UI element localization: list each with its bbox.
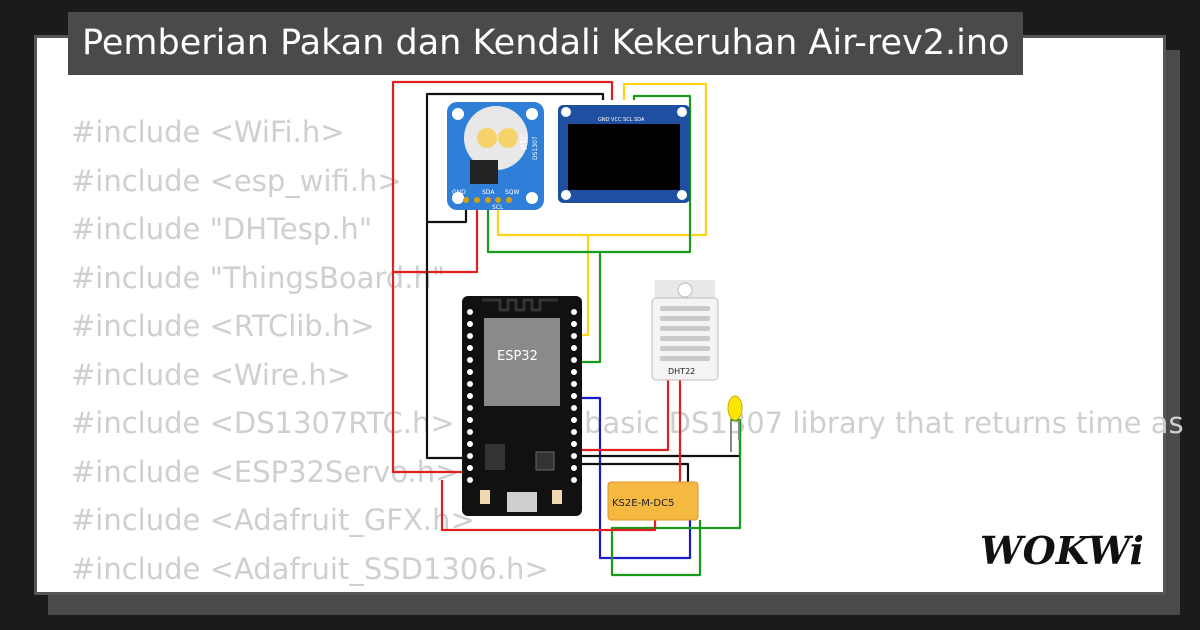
rtc-pin-sqw: SQW [505, 189, 520, 196]
oled-module[interactable]: GND VCC SCL SDA [558, 105, 690, 203]
wire-red-relay [582, 380, 670, 452]
code-line: #include "ThingsBoard.h" [71, 260, 446, 295]
wire-green-esp [582, 252, 602, 364]
relay-module[interactable]: KS2E-M-DC5 [607, 481, 699, 521]
code-line: #include <esp_wifi.h> [71, 163, 402, 198]
rtc-pin-sda: SDA [482, 189, 495, 196]
wire-red-rtc [393, 200, 479, 274]
wire-black-relay [582, 462, 690, 490]
code-line: #include <WiFi.h> [71, 115, 345, 149]
rtc-module[interactable]: RTC DS1307 GND SDA SQW SCL [447, 102, 544, 211]
wokwi-logo: WOKWi [980, 528, 1144, 573]
relay-label: KS2E-M-DC5 [612, 498, 674, 509]
rtc-label: RTC [520, 133, 530, 150]
wire-red-bottom [440, 480, 657, 532]
wire-red-top [391, 80, 614, 474]
dht22-label: DHT22 [668, 367, 695, 376]
code-line: #include <RTClib.h> [71, 309, 375, 343]
dht22-sensor[interactable]: DHT22 [651, 280, 719, 381]
code-line: #include <Adafruit_GFX.h> [71, 503, 475, 537]
project-title: Pemberian Pakan dan Kendali Kekeruhan Ai… [68, 12, 1024, 75]
wire-blue-relay [582, 396, 692, 560]
led-yellow[interactable] [727, 395, 743, 452]
esp32-label: ESP32 [497, 349, 538, 364]
wire-yellow-oled [496, 82, 708, 237]
code-line: #include <Wire.h> [71, 357, 352, 392]
rtc-pin-scl: SCL [492, 204, 504, 211]
rtc-sub-label: DS1307 [532, 136, 539, 160]
wire-black-top [425, 92, 605, 460]
wokwi-logo-text: WOKWi [980, 528, 1144, 573]
code-line: #include <Adafruit_SSD1306.h> [71, 551, 549, 586]
rtc-pin-gnd: GND [452, 189, 466, 196]
esp32-board[interactable]: ESP32 [462, 296, 582, 516]
oled-pin-labels: GND VCC SCL SDA [598, 117, 645, 123]
code-line: #include "DHTesp.h" [71, 212, 373, 246]
wire-yellow-esp [582, 235, 590, 337]
code-listing: #include <WiFi.h> #include <esp_wifi.h> … [71, 108, 1184, 593]
